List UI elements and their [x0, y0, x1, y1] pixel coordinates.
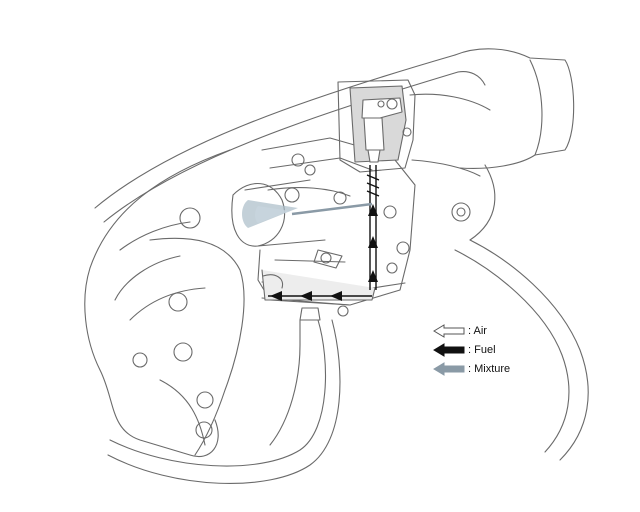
mixture-spray — [242, 200, 298, 228]
legend-label-mixture: : Mixture — [468, 363, 511, 375]
legend-label-fuel: : Fuel — [468, 344, 496, 356]
air-arrow-icon — [433, 324, 465, 338]
legend-item-fuel: : Fuel — [432, 341, 510, 359]
mixture-arrow-icon — [433, 362, 465, 376]
engine-outline — [84, 48, 589, 484]
legend-label-air: : Air — [468, 325, 487, 337]
fuel-passage — [268, 165, 380, 297]
flow-legend: : Air : Fuel : Mixture — [432, 322, 510, 379]
legend-item-air: : Air — [432, 322, 510, 340]
legend-item-mixture: : Mixture — [432, 360, 510, 378]
flow-arrows — [270, 202, 378, 301]
fuel-arrow-icon — [433, 343, 465, 357]
